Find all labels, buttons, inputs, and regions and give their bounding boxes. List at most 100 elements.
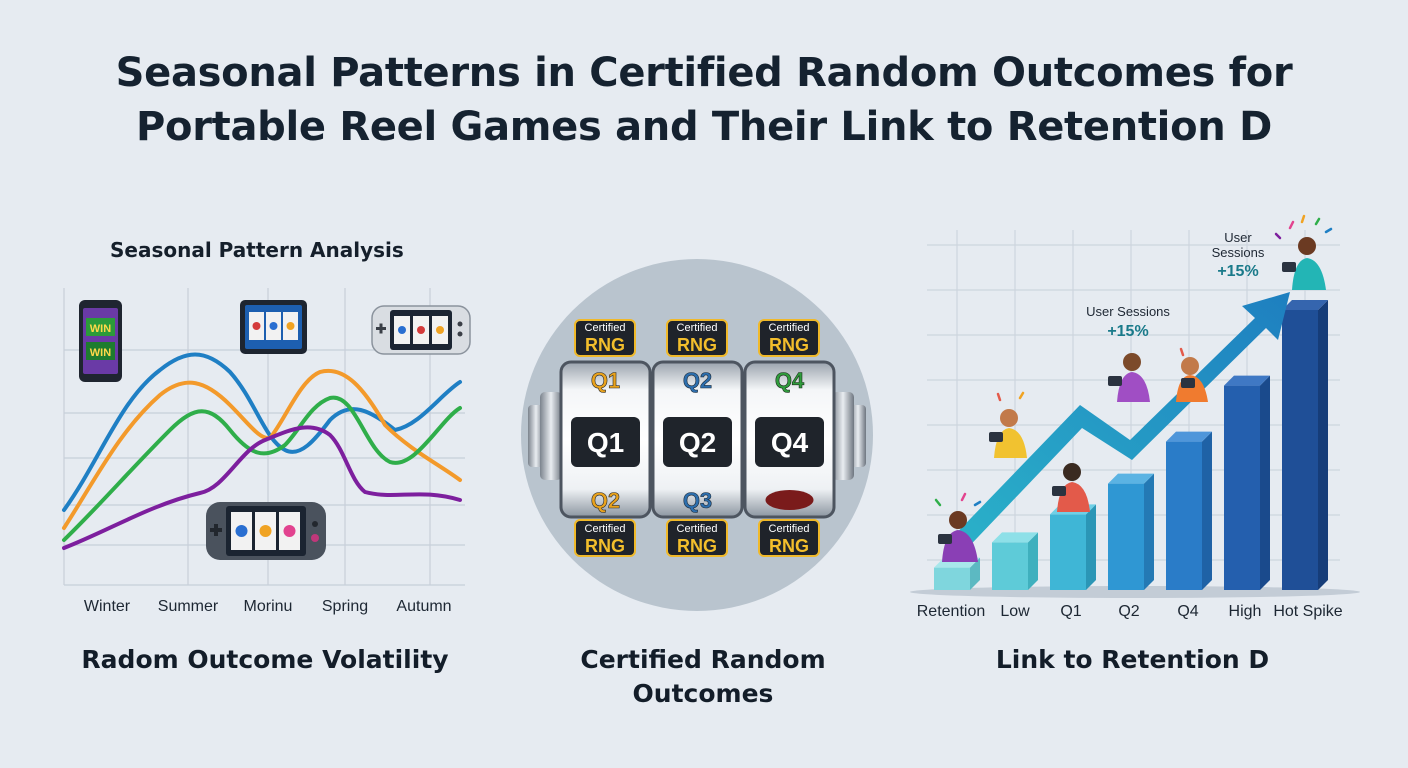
bar-side-2 <box>1028 532 1038 590</box>
bar-side-5 <box>1202 431 1212 590</box>
reel-2-center-symbol: Q2 <box>679 427 716 458</box>
annotation-2-line-2: Sessions <box>1212 245 1265 260</box>
reel-1-center-symbol: Q1 <box>587 427 624 458</box>
left-x-tick-3: Morinu <box>243 598 293 615</box>
bar-front-3 <box>1050 514 1086 590</box>
bar-side-6 <box>1260 375 1270 590</box>
bar-front-6 <box>1224 385 1260 590</box>
annotation-2-line-3: +15% <box>1217 263 1258 280</box>
bar-front-1 <box>934 567 970 590</box>
bar-top-5 <box>1166 431 1212 442</box>
annotation-2-line-1: User <box>1224 230 1252 245</box>
right-caption: Link to Retention D <box>995 645 1270 674</box>
svg-text:Certified: Certified <box>769 523 810 535</box>
reel-3-center-symbol: Q4 <box>771 427 809 458</box>
bars-group <box>934 300 1328 590</box>
bar-side-1 <box>970 557 980 590</box>
left-x-tick-4: Spring <box>321 598 369 615</box>
bar-7 <box>1282 300 1328 590</box>
reel-axle-left <box>528 392 562 480</box>
title-line-2: Portable Reel Games and Their Link to Re… <box>136 104 1272 150</box>
portable-console-icon <box>206 502 326 560</box>
certified-rng-badge-top-1: Certified RNG <box>574 319 636 357</box>
phone-win-text-1: WIN <box>90 323 111 335</box>
certified-rng-badge-bottom-1: Certified RNG <box>574 519 636 557</box>
smartphone-icon: WIN WIN <box>79 300 122 382</box>
series-line-green <box>62 395 462 542</box>
bar-5 <box>1166 431 1212 590</box>
person-icon-3 <box>1052 463 1090 512</box>
certified-rng-badge-top-2: Certified RNG <box>666 319 728 357</box>
bar-6 <box>1224 375 1270 590</box>
title-line-1: Seasonal Patterns in Certified Random Ou… <box>115 50 1293 96</box>
right-x-tick-4: Q2 <box>1118 603 1140 620</box>
reel-2 <box>651 360 744 519</box>
series-line-purple <box>62 425 462 550</box>
confetti-decoration <box>934 214 1333 507</box>
bar-top-2 <box>992 532 1038 543</box>
person-icon-6 <box>1282 237 1326 290</box>
svg-text:RNG: RNG <box>585 335 625 355</box>
handheld-console-icon <box>371 305 471 355</box>
bar-1 <box>934 557 980 590</box>
page-title: Seasonal Patterns in Certified Random Ou… <box>0 46 1408 154</box>
reel-3-top-symbol: Q4 <box>775 368 805 393</box>
left-x-tick-5: Autumn <box>396 598 452 615</box>
person-icon-2 <box>989 409 1027 458</box>
reel-axle-right <box>832 392 866 480</box>
center-caption-line-2: Outcomes <box>632 679 774 708</box>
bar-top-4 <box>1108 473 1154 484</box>
certified-rng-badge-bottom-2: Certified RNG <box>666 519 728 557</box>
annotation-1-line-1: User Sessions <box>1086 304 1170 319</box>
center-caption: Certified Random Outcomes <box>540 643 866 711</box>
series-line-blue <box>62 352 462 512</box>
trend-arrow <box>945 292 1290 558</box>
svg-text:RNG: RNG <box>677 335 717 355</box>
bar-3 <box>1050 504 1096 590</box>
right-x-tick-2: Low <box>1000 603 1030 620</box>
right-x-tick-6: High <box>1228 603 1262 620</box>
reel-1 <box>559 360 652 519</box>
right-x-tick-3: Q1 <box>1060 603 1082 620</box>
reel-1-bottom-symbol: Q2 <box>591 488 620 513</box>
bar-side-3 <box>1086 504 1096 590</box>
svg-text:RNG: RNG <box>585 536 625 556</box>
bar-top-7 <box>1282 300 1328 310</box>
center-caption-line-1: Certified Random <box>580 645 826 674</box>
left-x-tick-1: Winter <box>83 598 131 615</box>
right-x-tick-1: Retention <box>916 603 986 620</box>
svg-text:RNG: RNG <box>677 536 717 556</box>
svg-text:RNG: RNG <box>769 335 809 355</box>
left-subtitle: Seasonal Pattern Analysis <box>110 238 404 262</box>
bar-front-7 <box>1282 310 1318 590</box>
bar-top-6 <box>1224 375 1270 386</box>
left-x-tick-2: Summer <box>157 598 219 615</box>
left-caption: Radom Outcome Volatility <box>81 645 449 674</box>
right-x-tick-5: Q4 <box>1177 603 1199 620</box>
reel-2-top-symbol: Q2 <box>683 368 712 393</box>
svg-text:Certified: Certified <box>677 523 718 535</box>
svg-text:Certified: Certified <box>677 322 718 334</box>
svg-text:Certified: Certified <box>585 322 626 334</box>
svg-text:Certified: Certified <box>585 523 626 535</box>
right-x-tick-7: Hot Spike <box>1273 603 1343 620</box>
bar-front-4 <box>1108 483 1144 590</box>
phone-win-text-2: WIN <box>90 347 111 359</box>
svg-text:RNG: RNG <box>769 536 809 556</box>
bar-2 <box>992 532 1038 590</box>
bar-side-4 <box>1144 473 1154 590</box>
reel-3 <box>743 360 836 519</box>
annotation-1-line-2: +15% <box>1107 323 1148 340</box>
bar-front-2 <box>992 542 1028 590</box>
certified-rng-badge-top-3: Certified RNG <box>758 319 820 357</box>
svg-text:Certified: Certified <box>769 322 810 334</box>
certified-rng-badge-bottom-3: Certified RNG <box>758 519 820 557</box>
bar-front-5 <box>1166 441 1202 590</box>
person-icon-5 <box>1176 357 1208 402</box>
bar-4 <box>1108 473 1154 590</box>
reel-2-bottom-symbol: Q3 <box>683 488 712 513</box>
tablet-slot-icon <box>240 300 307 354</box>
